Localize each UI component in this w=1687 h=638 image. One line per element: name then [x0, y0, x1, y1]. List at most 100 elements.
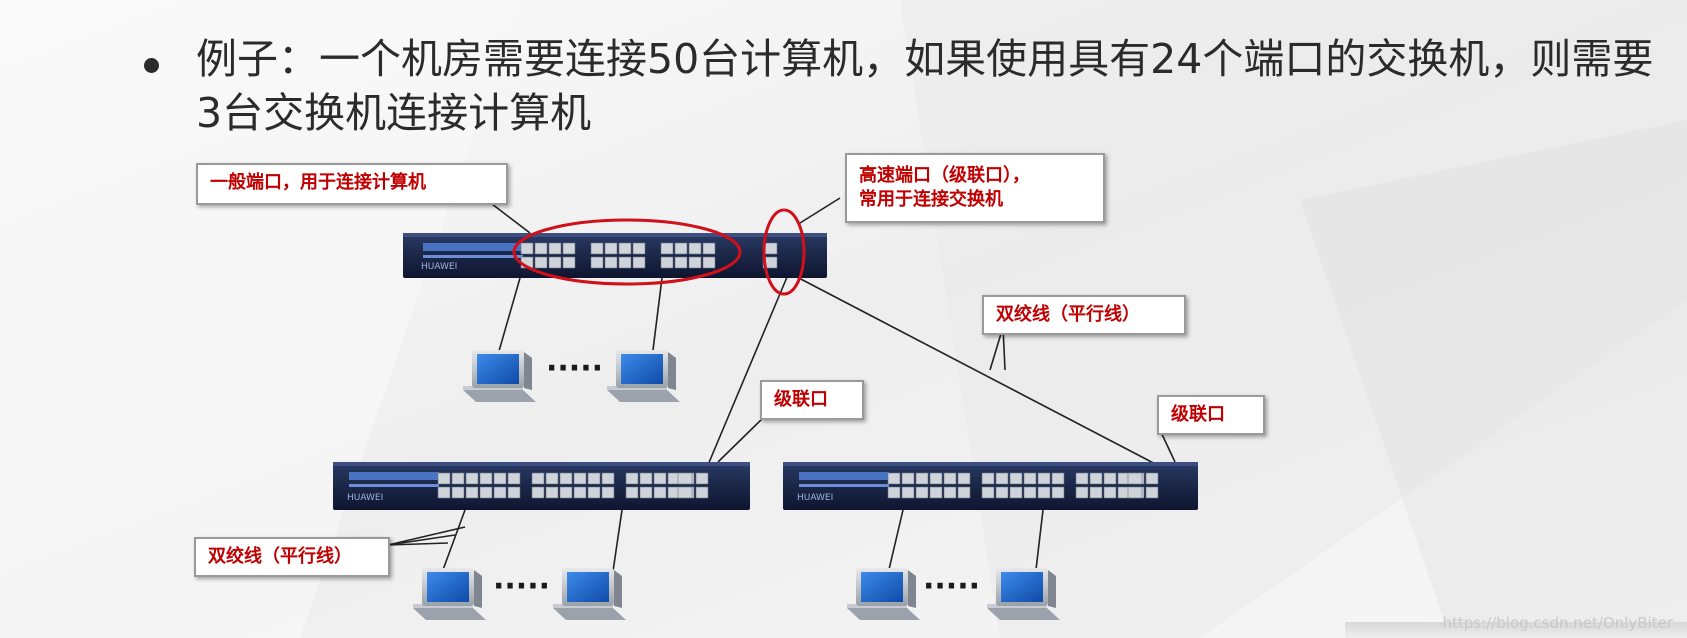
ethernet-port: [534, 242, 548, 255]
ethernet-port: [531, 472, 545, 485]
ethernet-port: [943, 486, 957, 499]
ethernet-port: [929, 472, 943, 485]
ellipsis-bottom-right: ·····: [923, 569, 980, 604]
ethernet-port: [915, 486, 929, 499]
ethernet-port: [587, 472, 601, 485]
watermark: https://blog.csdn.net/OnlyBiter: [1442, 614, 1673, 632]
computer-icon: [463, 350, 536, 402]
ethernet-port: [887, 472, 901, 485]
ethernet-port: [1075, 486, 1089, 499]
ethernet-port: [590, 242, 604, 255]
ethernet-port: [995, 486, 1009, 499]
ethernet-port: [479, 486, 493, 499]
callout-high-speed-port: 高速端口（级联口）， 常用于连接交换机: [845, 153, 1105, 223]
ellipsis-top: ·····: [546, 351, 603, 386]
ethernet-port: [929, 486, 943, 499]
cable-lines: [387, 197, 1176, 579]
ethernet-port: [465, 486, 479, 499]
ethernet-port: [1051, 472, 1065, 485]
cascade-port: [1127, 486, 1143, 499]
ethernet-port: [548, 256, 562, 269]
ethernet-port: [887, 486, 901, 499]
ethernet-port: [587, 486, 601, 499]
ethernet-port: [695, 472, 709, 485]
ethernet-port: [437, 472, 451, 485]
switch-brand: HUAWEI: [421, 262, 457, 272]
ethernet-port: [639, 486, 653, 499]
ethernet-port: [1051, 486, 1065, 499]
ethernet-port: [1103, 472, 1117, 485]
ethernet-port: [702, 242, 716, 255]
cascade-port: [762, 256, 778, 269]
ethernet-port: [493, 472, 507, 485]
computer-icon: [413, 568, 486, 620]
ethernet-port: [573, 472, 587, 485]
computer-icon: [987, 568, 1060, 620]
ethernet-port: [915, 472, 929, 485]
ethernet-port: [520, 242, 534, 255]
ethernet-port: [674, 256, 688, 269]
switch-brand: HUAWEI: [347, 493, 383, 503]
ethernet-port: [660, 242, 674, 255]
computer-icon: [607, 350, 680, 402]
ethernet-port: [995, 472, 1009, 485]
callout-high-speed-line2: 常用于连接交换机: [859, 189, 1003, 210]
ethernet-port: [943, 472, 957, 485]
ethernet-port: [660, 256, 674, 269]
ethernet-port: [601, 472, 615, 485]
ethernet-port: [548, 242, 562, 255]
ethernet-port: [957, 486, 971, 499]
status-leds: [423, 243, 523, 258]
switch-brand: HUAWEI: [797, 493, 833, 503]
ethernet-port: [1023, 486, 1037, 499]
ellipsis-bottom-left: ·····: [493, 569, 550, 604]
ethernet-port: [601, 486, 615, 499]
computer-icon: [553, 568, 626, 620]
normal-ports-highlight: [512, 218, 742, 286]
cascade-port: [1127, 472, 1143, 485]
ethernet-port: [632, 256, 646, 269]
ethernet-port: [901, 486, 915, 499]
switch-bottom-right: HUAWEI: [783, 462, 1198, 510]
ethernet-port: [639, 472, 653, 485]
ethernet-port: [1103, 486, 1117, 499]
ethernet-port: [451, 486, 465, 499]
ethernet-port: [981, 486, 995, 499]
computer-icon: [847, 568, 920, 620]
ethernet-port: [559, 486, 573, 499]
ethernet-port: [507, 486, 521, 499]
port-block: [520, 242, 778, 269]
callout-cascade-port-right: 级联口: [1157, 395, 1265, 435]
ethernet-port: [901, 472, 915, 485]
ethernet-port: [674, 242, 688, 255]
bullet-dot: [144, 58, 159, 73]
ethernet-port: [1009, 486, 1023, 499]
ethernet-port: [688, 242, 702, 255]
ethernet-port: [534, 256, 548, 269]
ethernet-port: [1023, 472, 1037, 485]
ethernet-port: [695, 486, 709, 499]
ethernet-port: [590, 256, 604, 269]
ethernet-port: [437, 486, 451, 499]
callout-high-speed-line1: 高速端口（级联口），: [859, 165, 1030, 186]
ethernet-port: [573, 486, 587, 499]
watermark-bar: [1345, 622, 1687, 638]
callout-twisted-pair-top: 双绞线（平行线）: [982, 295, 1186, 335]
callout-cascade-port-left: 级联口: [760, 380, 864, 420]
ethernet-port: [1037, 486, 1051, 499]
ethernet-port: [618, 256, 632, 269]
switch-bottom-left: HUAWEI: [333, 462, 750, 510]
ethernet-port: [688, 256, 702, 269]
callout-twisted-pair-bottom: 双绞线（平行线）: [194, 537, 390, 577]
ethernet-port: [618, 242, 632, 255]
ethernet-port: [1009, 472, 1023, 485]
ethernet-port: [1145, 472, 1159, 485]
ethernet-port: [625, 472, 639, 485]
ethernet-port: [604, 256, 618, 269]
ethernet-port: [957, 472, 971, 485]
ethernet-port: [653, 472, 667, 485]
ethernet-port: [507, 472, 521, 485]
ethernet-port: [1075, 472, 1089, 485]
ethernet-port: [493, 486, 507, 499]
